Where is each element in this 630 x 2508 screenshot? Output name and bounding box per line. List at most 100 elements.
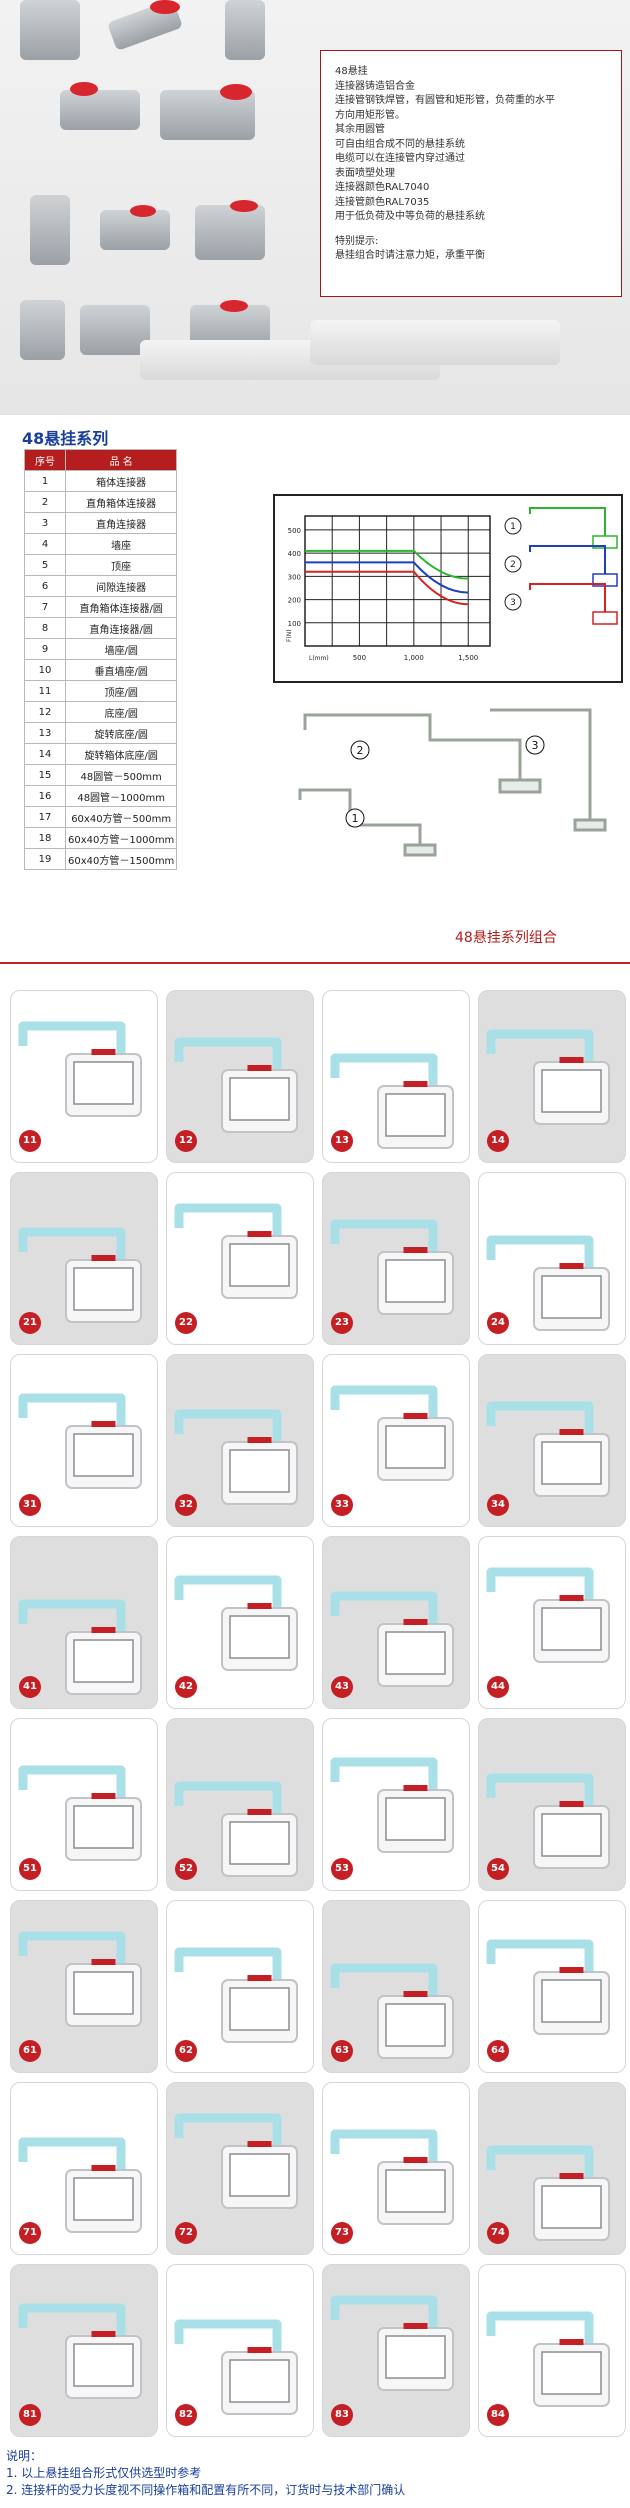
cabinet-screen	[229, 1077, 290, 1121]
cabinet-screen	[541, 1069, 602, 1113]
combo-card[interactable]: 83	[322, 2264, 470, 2437]
combo-card[interactable]: 62	[166, 1900, 314, 2073]
notes: 说明： 1. 以上悬挂组合形式仅供选型时参考 2. 连接杆的受力长度视不同操作箱…	[6, 2448, 405, 2499]
combo-illustration	[174, 1781, 298, 1877]
part-number: 10	[24, 659, 66, 681]
spec-line: 连接器铸造铝合金	[335, 80, 415, 92]
connector-red-cap	[91, 2165, 116, 2171]
combo-card[interactable]: 73	[322, 2082, 470, 2255]
spec-line: 可自由组合成不同的悬挂系统	[335, 138, 465, 150]
part-name: 箱体连接器	[64, 470, 178, 492]
combo-illustration	[18, 2137, 142, 2233]
combo-card[interactable]: 81	[10, 2264, 158, 2437]
combo-card[interactable]: 74	[478, 2082, 626, 2255]
combo-card[interactable]: 13	[322, 990, 470, 1163]
combo-card[interactable]: 44	[478, 1536, 626, 1709]
part-number: 7	[24, 596, 66, 618]
notes-item: 1. 以上悬挂组合形式仅供选型时参考	[6, 2466, 202, 2480]
combo-number-badge: 22	[175, 1312, 197, 1334]
series-title: 48悬挂系列	[22, 429, 109, 448]
arm-tube	[18, 1765, 126, 1800]
connector-red-cap	[559, 1967, 584, 1973]
combo-card[interactable]: 82	[166, 2264, 314, 2437]
combo-card[interactable]: 11	[10, 990, 158, 1163]
combo-card[interactable]: 43	[322, 1536, 470, 1709]
y-tick-label: 300	[288, 573, 301, 581]
notes-item: 2. 连接杆的受力长度视不同操作箱和配置有所不同，订货时与技术部门确认	[6, 2483, 406, 2497]
combo-illustration	[330, 1591, 454, 1687]
arm-tube	[486, 1939, 594, 1974]
combo-card[interactable]: 84	[478, 2264, 626, 2437]
combo-card[interactable]: 61	[10, 1900, 158, 2073]
connector-red-cap	[247, 1231, 272, 1237]
combo-illustration	[486, 2145, 610, 2241]
combo-card[interactable]: 22	[166, 1172, 314, 1345]
cabinet-screen	[73, 1433, 134, 1477]
header-number: 序号	[24, 449, 66, 471]
combo-card[interactable]: 21	[10, 1172, 158, 1345]
connector-part	[100, 210, 170, 250]
combo-illustration	[486, 1401, 610, 1497]
connector-red-cap	[247, 2347, 272, 2353]
combo-illustration	[174, 2113, 298, 2209]
connector-red-cap	[70, 82, 98, 96]
cabinet-screen	[73, 2177, 134, 2221]
connector-red-cap	[403, 1991, 428, 1997]
combo-illustration	[18, 1599, 142, 1695]
spec-line: 表面喷塑处理	[335, 167, 395, 179]
part-name: 间隙连接器	[64, 575, 178, 597]
combo-card[interactable]: 64	[478, 1900, 626, 2073]
arm-tube	[18, 1931, 126, 1966]
combo-card[interactable]: 32	[166, 1354, 314, 1527]
combo-card[interactable]: 33	[322, 1354, 470, 1527]
part-name: 60x40方管－1000mm	[64, 827, 178, 849]
combo-card[interactable]: 71	[10, 2082, 158, 2255]
combo-card[interactable]: 53	[322, 1718, 470, 1891]
combo-card[interactable]: 41	[10, 1536, 158, 1709]
arm-tube	[174, 1781, 282, 1816]
cabinet-screen	[541, 1813, 602, 1857]
combo-card[interactable]: 52	[166, 1718, 314, 1891]
connector-red-cap	[91, 1793, 116, 1799]
cabinet-screen	[541, 1441, 602, 1485]
arm-tube	[18, 2137, 126, 2172]
part-number: 13	[24, 722, 66, 744]
combo-number-badge: 82	[175, 2404, 197, 2426]
connector-red-cap	[91, 2331, 116, 2337]
combo-card[interactable]: 51	[10, 1718, 158, 1891]
combo-number-badge: 32	[175, 1494, 197, 1516]
cabinet-screen	[73, 1971, 134, 2015]
cabinet-screen	[73, 1639, 134, 1683]
illo-arm-1	[298, 788, 437, 857]
spec-tip-title: 特别提示:	[335, 235, 379, 247]
combo-card[interactable]: 42	[166, 1536, 314, 1709]
arm-tube	[486, 1773, 594, 1808]
combo-card[interactable]: 34	[478, 1354, 626, 1527]
combo-card[interactable]: 14	[478, 990, 626, 1163]
combo-card[interactable]: 63	[322, 1900, 470, 2073]
connector-red-cap	[559, 1263, 584, 1269]
combo-card[interactable]: 72	[166, 2082, 314, 2255]
combo-number-badge: 63	[331, 2040, 353, 2062]
combo-illustration	[174, 1575, 298, 1671]
combo-card[interactable]: 23	[322, 1172, 470, 1345]
connector-red-cap	[559, 1801, 584, 1807]
combo-card[interactable]: 24	[478, 1172, 626, 1345]
combo-card[interactable]: 31	[10, 1354, 158, 1527]
cabinet-screen	[385, 1259, 446, 1303]
combo-number-badge: 51	[19, 1858, 41, 1880]
combo-card[interactable]: 54	[478, 1718, 626, 1891]
arm-tube	[174, 1203, 282, 1238]
connector-red-cap	[559, 1429, 584, 1435]
part-name: 直角箱体连接器/圆	[64, 596, 178, 618]
combo-illustration	[18, 1393, 142, 1489]
part-number: 6	[24, 575, 66, 597]
illo-marker: 2	[357, 744, 364, 757]
combo-card[interactable]: 12	[166, 990, 314, 1163]
connector-part	[225, 0, 265, 60]
connector-part	[20, 0, 80, 60]
